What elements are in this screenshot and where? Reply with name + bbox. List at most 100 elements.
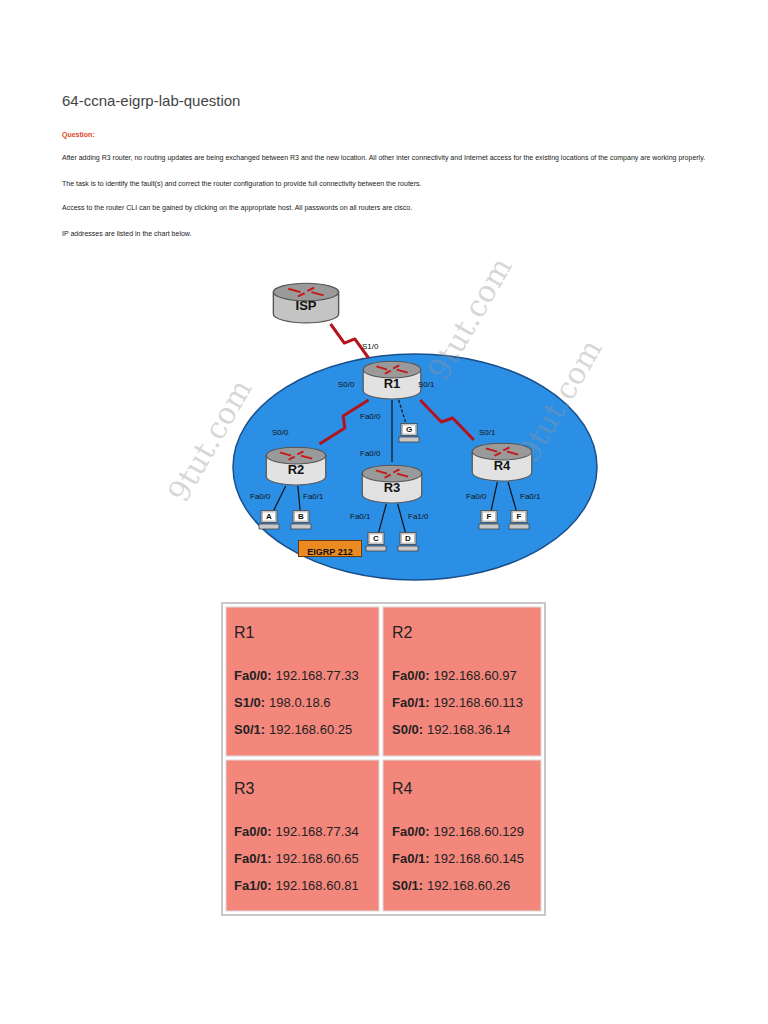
page-title: 64-ccna-eigrp-lab-question [62,92,240,109]
device-name: D [397,534,419,543]
table-heading: R4 [392,780,412,798]
interface-name: Fa0/0 [466,492,486,501]
interface-name: S0/1: [392,878,423,893]
ip-address: 192.168.60.26 [427,878,510,893]
interface-name: Fa0/1 [303,492,323,501]
device-name: R1 [362,376,422,391]
ip-address: 198.0.18.6 [269,695,330,710]
table-row: S0/1: 192.168.60.25 [234,722,352,737]
interface-name: S0/1 [479,428,495,437]
serial-link [319,400,368,444]
device-name: F [508,512,530,521]
router-icon: R2 [265,444,327,486]
table-heading: R2 [392,624,412,642]
serial-link [331,324,369,358]
interface-name: S0/1 [418,380,434,389]
table-row: Fa1/0: 192.168.60.81 [234,878,359,893]
table-row: Fa0/1: 192.168.60.113 [392,695,523,710]
host-pc: A [258,510,280,530]
ethernet-link [274,486,286,510]
interface-name: Fa0/0 [250,492,270,501]
ip-address: 192.168.60.65 [276,851,359,866]
ip-address: 192.168.60.145 [434,851,524,866]
ip-address: 192.168.36.14 [427,722,510,737]
ethernet-link [379,504,387,532]
ethernet-link [508,482,516,510]
table-cell [226,607,379,756]
interface-name: S1/0: [234,695,265,710]
ip-address: 192.168.60.25 [269,722,352,737]
interface-name: S0/1: [234,722,265,737]
device-name: C [365,534,387,543]
table-cell [226,760,379,911]
device-name: A [258,512,280,521]
host-pc: G [398,423,420,443]
ip-address: 192.168.60.97 [434,668,517,683]
table-row: Fa0/1: 192.168.60.65 [234,851,359,866]
ethernet-link [399,400,406,423]
question-text: After adding R3 router, no routing updat… [62,153,707,162]
question-text: The task is to identify the fault(s) and… [62,179,707,188]
interface-name: Fa0/1 [350,512,370,521]
interface-name: S0/0: [392,722,423,737]
interface-name: S0/0 [272,428,288,437]
device-name: B [290,512,312,521]
device-name: R4 [471,458,533,473]
table-row: Fa0/0: 192.168.60.97 [392,668,517,683]
device-name: F [478,512,500,521]
question-heading: Question: [62,131,95,138]
area-name: EIGRP 212 [303,547,356,557]
ip-address: 192.168.77.34 [276,824,359,839]
table-row: S0/1: 192.168.60.26 [392,878,510,893]
interface-name: Fa0/0 [360,412,380,421]
table-row: S1/0: 198.0.18.6 [234,695,331,710]
interface-name: Fa0/1: [392,851,430,866]
interface-name: Fa1/0 [408,512,428,521]
device-name: R3 [361,480,423,495]
device-name: G [398,425,420,434]
table-row: Fa0/1: 192.168.60.145 [392,851,524,866]
host-pc: B [290,510,312,530]
ip-address: 192.168.60.81 [276,878,359,893]
interface-name: Fa0/0: [234,668,272,683]
eigrp-area [233,354,597,580]
interface-name: Fa0/0 [360,449,380,458]
router-icon: ISP [272,280,340,324]
table-row: Fa0/0: 192.168.77.33 [234,668,359,683]
ip-address: 192.168.77.33 [276,668,359,683]
device-name: R2 [265,462,327,477]
interface-name: Fa0/0: [392,824,430,839]
router-icon: R3 [361,462,423,504]
ethernet-link [398,504,406,532]
question-text: Access to the router CLI can be gained b… [62,203,707,212]
question-text: IP addresses are listed in the chart bel… [62,229,707,238]
interface-name: Fa0/0: [234,824,272,839]
host-pc: F [478,510,500,530]
router-icon: R1 [362,358,422,400]
table-cell [383,760,541,911]
table-heading: R3 [234,780,254,798]
table-row: S0/0: 192.168.36.14 [392,722,510,737]
table-cell [383,607,541,756]
table-row: Fa0/0: 192.168.60.129 [392,824,524,839]
ip-address: 192.168.60.129 [434,824,524,839]
table-row: Fa0/0: 192.168.77.34 [234,824,359,839]
interface-name: Fa1/0: [234,878,272,893]
device-name: ISP [272,298,340,313]
interface-name: Fa0/1: [234,851,272,866]
host-pc: C [365,532,387,552]
interface-name: Fa0/0: [392,668,430,683]
ip-address: 192.168.60.113 [434,695,523,710]
serial-link [420,400,474,440]
host-pc: F [508,510,530,530]
interface-name: S0/0 [338,380,354,389]
interface-name: Fa0/1: [392,695,430,710]
ethernet-link [391,400,392,462]
ethernet-link [298,486,300,510]
area-tag: EIGRP 212 [298,540,362,557]
ethernet-link [491,482,497,510]
interface-name: Fa0/1 [520,492,540,501]
interface-name: S1/0 [362,342,378,351]
table-heading: R1 [234,624,254,642]
